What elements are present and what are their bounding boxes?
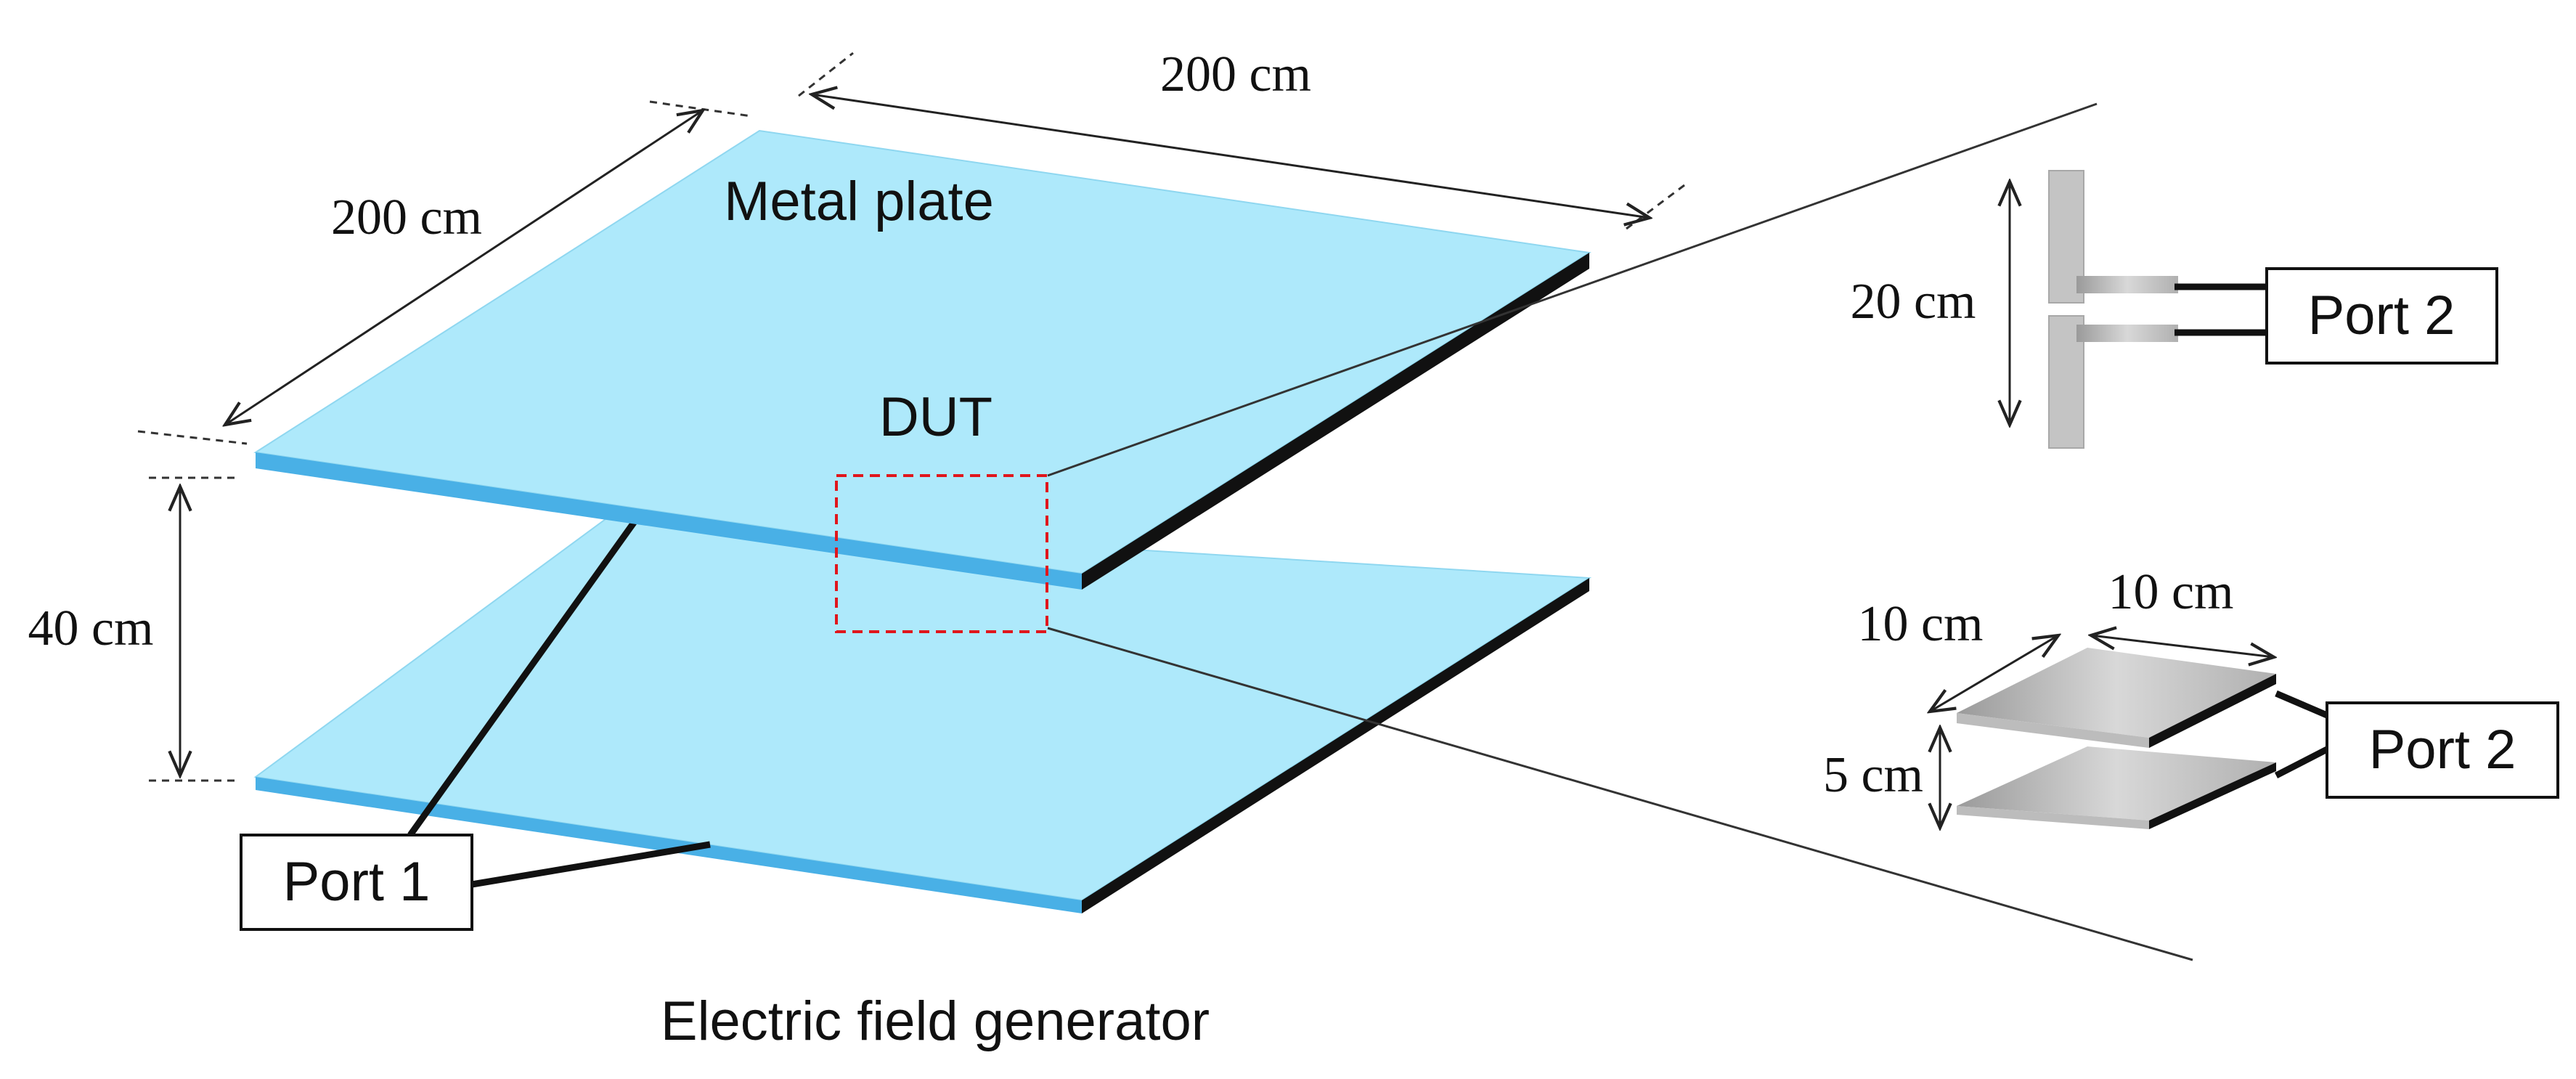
port2-dipole-label: Port 2	[2308, 285, 2455, 346]
port1-wire-upper	[407, 513, 642, 837]
dipole-lower-feed	[2076, 325, 2178, 342]
plate-width-left-label: 200 cm	[331, 190, 482, 245]
port1-label: Port 1	[283, 851, 431, 913]
plate-gap-label: 40 cm	[28, 600, 153, 656]
dut-label: DUT	[879, 386, 993, 448]
figure-caption: Electric field generator	[661, 990, 1210, 1052]
zoom-line-lower	[1047, 627, 2193, 961]
port2-plates-label: Port 2	[2369, 719, 2516, 781]
small-plate-upper-side	[2149, 674, 2276, 748]
dut-region-box	[835, 474, 1048, 633]
small-plate-gap-label: 5 cm	[1823, 747, 1923, 803]
top-plate-front-edge	[256, 452, 1082, 590]
dipole-upper-feed	[2076, 276, 2178, 293]
small-plates-wire-lower	[2274, 746, 2329, 779]
bottom-plate-side-edge	[1082, 578, 1589, 913]
small-plates	[1957, 648, 2276, 829]
port1-box: Port 1	[240, 834, 473, 931]
dimension-small-width	[2091, 635, 2274, 657]
dimension-plate-width-left	[137, 100, 752, 445]
bottom-metal-plate	[253, 516, 1592, 913]
zoom-line-upper	[1047, 102, 2098, 477]
metal-plate-label: Metal plate	[724, 171, 994, 232]
dimension-small-depth	[1930, 635, 2058, 712]
small-plate-depth-label: 10 cm	[1857, 596, 1983, 652]
small-plate-upper-front	[1957, 713, 2149, 748]
plate-width-top-label: 200 cm	[1160, 46, 1311, 102]
small-plates-wire-upper	[2275, 690, 2328, 719]
dipole-length-label: 20 cm	[1850, 274, 1976, 330]
small-plate-lower-top	[1957, 746, 2276, 821]
small-plate-upper-top	[1957, 648, 2276, 738]
dimension-plate-gap	[149, 476, 240, 782]
small-plate-lower-side	[2149, 762, 2276, 829]
port2-dipole-box: Port 2	[2265, 267, 2498, 365]
port2-plates-box: Port 2	[2326, 701, 2559, 799]
port1-wire-lower	[471, 841, 711, 888]
bottom-plate-front-edge	[256, 777, 1082, 913]
dipole-antenna	[2048, 170, 2178, 449]
small-plate-width-label: 10 cm	[2108, 564, 2233, 620]
small-plate-lower-front	[1957, 806, 2149, 829]
top-plate-side-edge	[1082, 253, 1589, 590]
dimension-plate-width-top	[798, 52, 1685, 230]
